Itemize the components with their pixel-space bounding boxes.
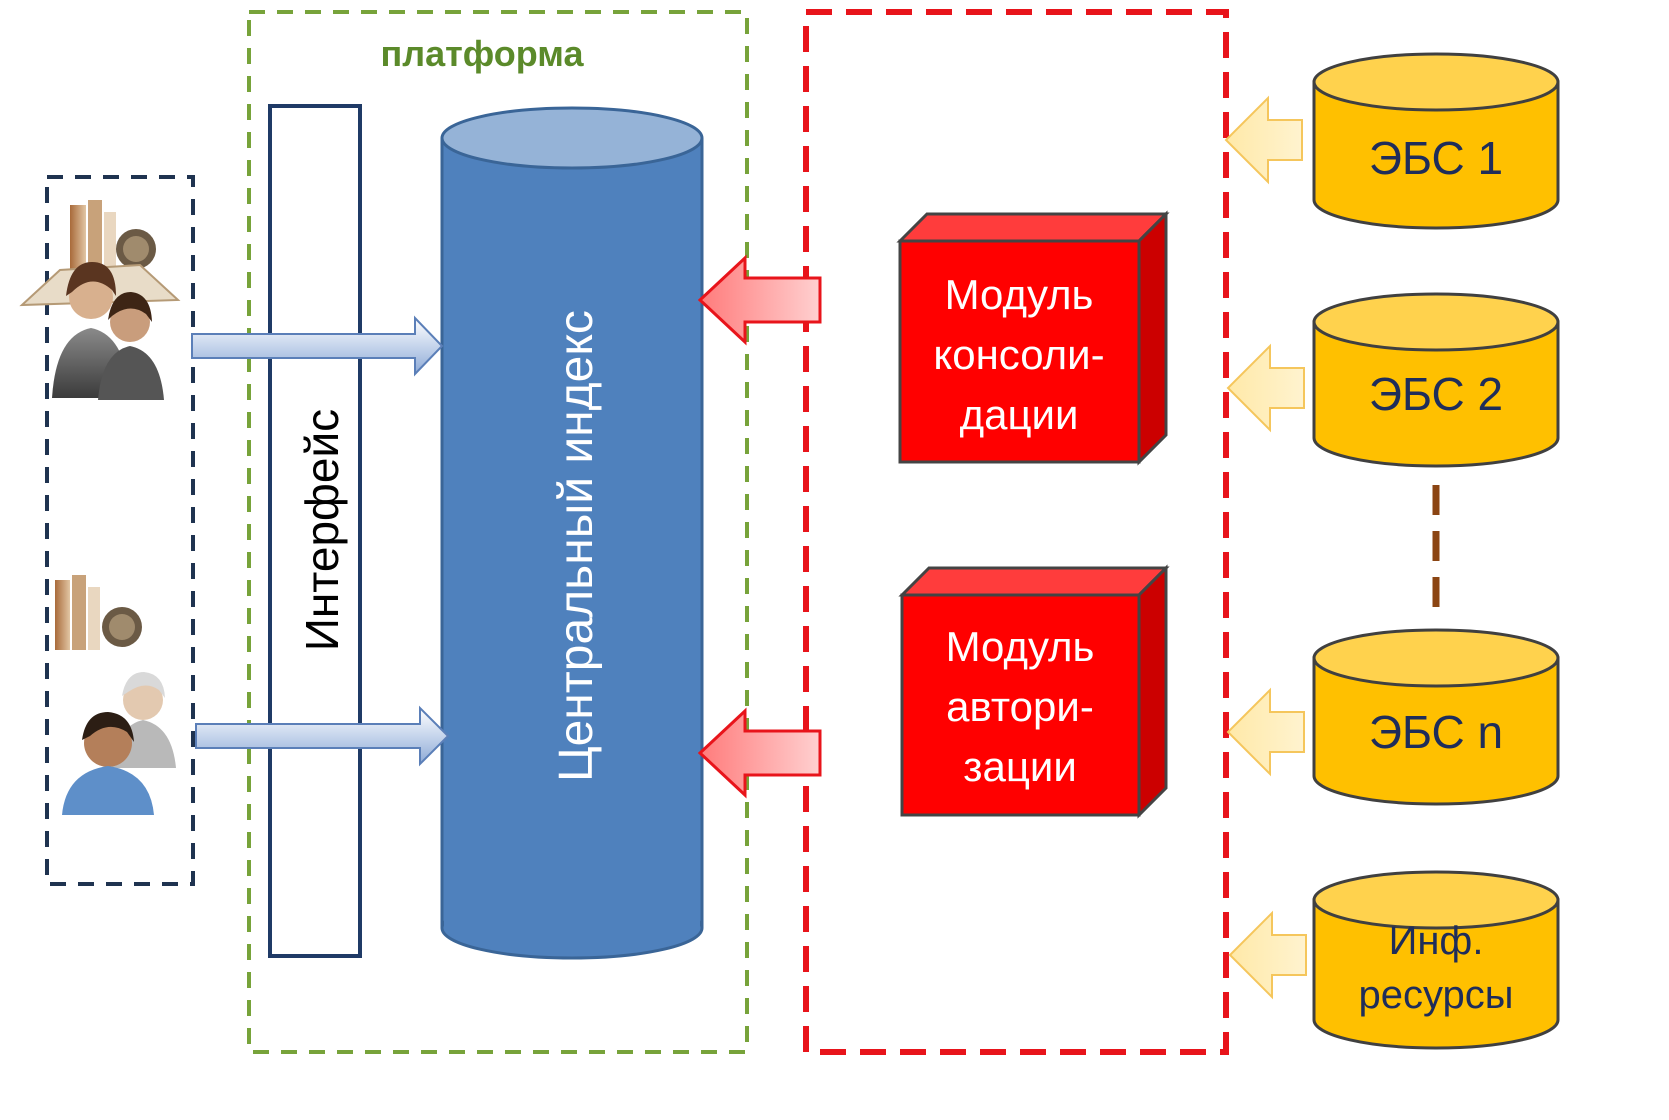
authorization-module-line-1: Модуль <box>946 623 1095 670</box>
user-arrow-bottom <box>195 705 450 767</box>
consolidation-module-line-3: дации <box>960 391 1079 438</box>
consolidation-module-line-2: консоли- <box>933 331 1104 378</box>
platform-frame <box>247 10 749 1054</box>
consolidation-module-block <box>896 210 1170 466</box>
source-arrow-4 <box>1228 910 1307 1000</box>
user-arrow-top <box>191 315 444 377</box>
source-cylinder-1 <box>1312 52 1560 230</box>
module-arrow-bottom <box>697 707 822 799</box>
authorization-module-line-3: зации <box>963 743 1077 790</box>
platform-label: платформа <box>381 33 585 74</box>
readers-group-icon <box>19 200 181 400</box>
source-label-3: ЭБС n <box>1369 706 1503 758</box>
users-group-frame <box>45 175 195 886</box>
central-index-label: Центральный индекс <box>550 310 603 782</box>
source-cylinder-2 <box>1312 292 1560 468</box>
source-label-2: ЭБС 2 <box>1369 368 1503 420</box>
module-arrow-top <box>697 254 822 346</box>
source-cylinder-4 <box>1312 870 1560 1050</box>
source-label-1: ЭБС 1 <box>1369 132 1503 184</box>
interface-label: Интерфейс <box>296 409 348 651</box>
source-arrow-2 <box>1226 343 1305 433</box>
source-cylinder-3 <box>1312 628 1560 806</box>
central-index-cylinder <box>440 106 704 960</box>
modules-frame <box>803 9 1229 1055</box>
source-label-4-line-2: ресурсы <box>1358 973 1513 1017</box>
authorization-module-line-2: автори- <box>946 683 1094 730</box>
source-arrow-1 <box>1224 95 1303 185</box>
authorization-module-block <box>898 564 1170 819</box>
source-arrow-3 <box>1226 687 1305 777</box>
source-label-4-line-1: Инф. <box>1389 919 1484 963</box>
consolidation-module-line-1: Модуль <box>945 271 1094 318</box>
interface-box <box>268 104 362 958</box>
staff-group-icon <box>55 575 176 815</box>
